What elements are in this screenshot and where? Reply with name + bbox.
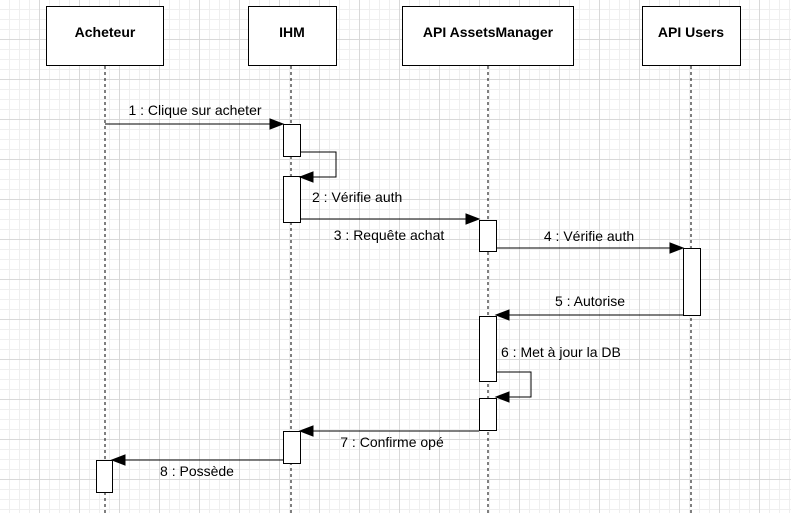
- message-5: 5 : Autorise: [494, 293, 683, 321]
- message-1-label: 1 : Clique sur acheter: [128, 102, 261, 118]
- arrow-left-icon: [110, 454, 126, 466]
- message-8-label: 8 : Possède: [160, 463, 234, 479]
- message-6: 6 : Met à jour la DB: [494, 344, 621, 403]
- message-1: 1 : Clique sur acheter: [105, 102, 285, 130]
- message-7: 7 : Confirme opé: [298, 425, 479, 450]
- participant-api-assetsmanager-label: API AssetsManager: [423, 24, 554, 40]
- arrow-right-icon: [669, 242, 685, 254]
- message-2: 2 : Vérifie auth: [298, 151, 402, 205]
- arrow-right-icon: [269, 118, 285, 130]
- participant-acheteur[interactable]: Acheteur: [46, 6, 164, 66]
- participant-ihm-label: IHM: [279, 24, 305, 40]
- message-6-label: 6 : Met à jour la DB: [501, 344, 621, 360]
- arrow-left-icon: [494, 309, 510, 321]
- arrow-right-icon: [465, 213, 481, 225]
- activation-ihm-2: [283, 176, 301, 223]
- message-7-label: 7 : Confirme opé: [340, 434, 444, 450]
- participant-api-assetsmanager[interactable]: API AssetsManager: [402, 6, 574, 66]
- activation-ihm-3: [283, 431, 301, 464]
- message-4: 4 : Vérifie auth: [496, 228, 685, 254]
- activation-users-1: [683, 248, 701, 316]
- participant-acheteur-label: Acheteur: [75, 24, 136, 40]
- message-3-label: 3 : Requête achat: [334, 227, 445, 243]
- message-8: 8 : Possède: [110, 454, 283, 479]
- message-5-label: 5 : Autorise: [555, 293, 625, 309]
- activation-assetsmanager-2: [479, 316, 497, 382]
- message-2-label: 2 : Vérifie auth: [312, 189, 402, 205]
- activation-acheteur-1: [96, 460, 113, 493]
- participant-api-users-label: API Users: [658, 24, 724, 40]
- activation-assetsmanager-1: [479, 220, 497, 252]
- participant-api-users[interactable]: API Users: [642, 6, 741, 66]
- participant-ihm[interactable]: IHM: [248, 6, 337, 66]
- arrow-left-icon: [298, 425, 314, 437]
- message-4-label: 4 : Vérifie auth: [544, 228, 634, 244]
- activation-assetsmanager-3: [479, 398, 497, 431]
- message-3: 3 : Requête achat: [300, 213, 481, 243]
- activation-ihm-1: [283, 124, 301, 157]
- arrow-left-icon: [298, 171, 314, 183]
- arrow-left-icon: [494, 391, 510, 403]
